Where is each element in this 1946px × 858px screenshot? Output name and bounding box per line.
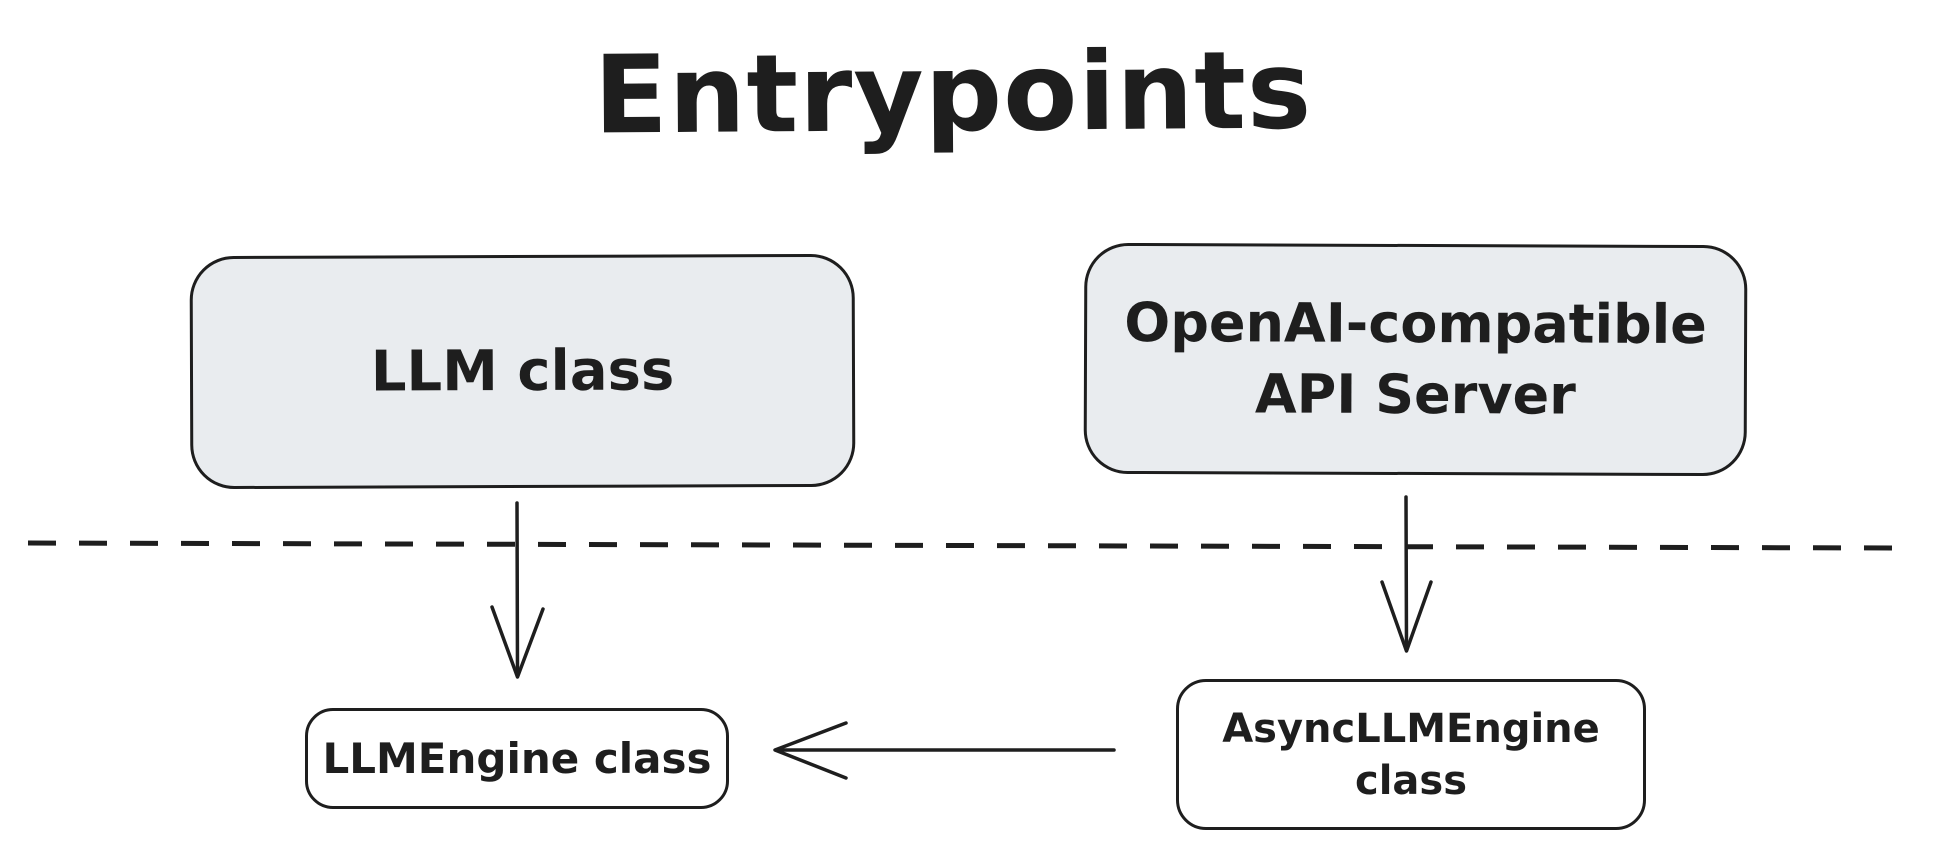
node-openai-api-server-label-line2: API Server bbox=[1254, 361, 1576, 427]
node-llm-class-label: LLM class bbox=[370, 338, 675, 405]
node-openai-api-server: OpenAI-compatible API Server bbox=[1083, 242, 1748, 477]
node-openai-api-server-label-line1: OpenAI-compatible bbox=[1124, 291, 1707, 357]
node-llm-engine-class: LLMEngine class bbox=[305, 708, 729, 809]
node-async-llm-engine-class: AsyncLLMEngine class bbox=[1176, 679, 1646, 830]
node-llm-engine-class-label: LLMEngine class bbox=[322, 734, 712, 783]
arrow-apiserver-to-asyncengine-head bbox=[1380, 580, 1433, 653]
arrow-llm-to-llmengine-shaft bbox=[515, 501, 520, 677]
dashed-divider-line bbox=[27, 540, 1894, 551]
arrow-apiserver-to-asyncengine-shaft bbox=[1404, 495, 1409, 651]
arrow-asyncengine-to-llmengine-head bbox=[773, 721, 848, 780]
node-llm-class: LLM class bbox=[189, 253, 856, 490]
diagram-title: Entrypoints bbox=[593, 28, 1313, 159]
node-async-llm-engine-label-line2: class bbox=[1354, 757, 1468, 804]
node-async-llm-engine-label-line1: AsyncLLMEngine bbox=[1222, 705, 1600, 752]
arrow-llm-to-llmengine-head bbox=[490, 605, 545, 679]
